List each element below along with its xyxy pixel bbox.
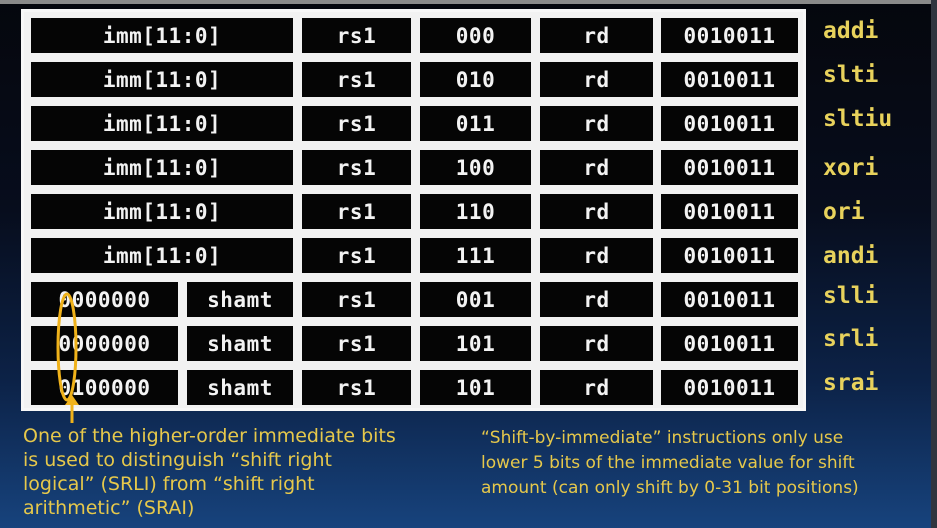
field-opcode: 0010011 [661,326,798,361]
field-rd: rd [540,106,653,141]
field-opcode: 0010011 [661,282,798,317]
field-opcode: 0010011 [661,150,798,185]
mnemonic-ori: ori [823,199,865,225]
field-rd: rd [540,326,653,361]
field-funct3: 100 [420,150,531,185]
field-opcode: 0010011 [661,18,798,53]
field-rs1: rs1 [302,18,411,53]
mnemonic-slti: slti [823,62,879,88]
field-imm: imm[11:0] [31,238,293,273]
field-funct3: 010 [420,62,531,97]
field-rd: rd [540,370,653,405]
field-funct3: 101 [420,326,531,361]
field-funct3: 011 [420,106,531,141]
field-imm: imm[11:0] [31,106,293,141]
mnemonic-srai: srai [823,370,879,396]
window-top-bar [0,0,937,4]
note-left: One of the higher-order immediate bits i… [23,424,463,520]
field-opcode: 0010011 [661,370,798,405]
field-opcode: 0010011 [661,62,798,97]
mnemonic-addi: addi [823,18,879,44]
mnemonic-sltiu: sltiu [823,106,893,132]
field-shamt: shamt [187,282,293,317]
field-funct3: 001 [420,282,531,317]
field-rs1: rs1 [302,150,411,185]
field-rd: rd [540,282,653,317]
field-rs1: rs1 [302,326,411,361]
field-opcode: 0010011 [661,238,798,273]
field-funct7: 0000000 [31,326,178,361]
note-right-line: amount (can only shift by 0-31 bit posit… [481,478,859,498]
field-rd: rd [540,238,653,273]
field-rd: rd [540,18,653,53]
field-opcode: 0010011 [661,194,798,229]
field-funct3: 101 [420,370,531,405]
field-rd: rd [540,62,653,97]
encoding-table: imm[11:0] rs1 000 rd 0010011 imm[11:0] r… [21,9,806,411]
field-funct7: 0000000 [31,282,178,317]
field-rs1: rs1 [302,282,411,317]
note-left-line: One of the higher-order immediate bits [23,425,396,447]
note-left-line: is used to distinguish “shift right [23,449,332,471]
field-shamt: shamt [187,370,293,405]
mnemonic-slli: slli [823,283,879,309]
field-imm: imm[11:0] [31,18,293,53]
mnemonic-xori: xori [823,155,879,181]
field-rs1: rs1 [302,194,411,229]
field-shamt: shamt [187,326,293,361]
field-rs1: rs1 [302,238,411,273]
field-funct3: 111 [420,238,531,273]
field-imm: imm[11:0] [31,62,293,97]
field-rd: rd [540,150,653,185]
field-imm: imm[11:0] [31,150,293,185]
note-right-line: lower 5 bits of the immediate value for … [481,453,855,473]
mnemonic-andi: andi [823,243,879,269]
note-right-line: “Shift-by-immediate” instructions only u… [481,428,844,448]
field-funct7: 0100000 [31,370,178,405]
field-rd: rd [540,194,653,229]
note-left-line: arithmetic” (SRAI) [23,497,195,519]
field-rs1: rs1 [302,62,411,97]
field-rs1: rs1 [302,370,411,405]
field-funct3: 000 [420,18,531,53]
field-funct3: 110 [420,194,531,229]
field-rs1: rs1 [302,106,411,141]
note-left-line: logical” (SRLI) from “shift right [23,473,315,495]
note-right: “Shift-by-immediate” instructions only u… [481,426,931,501]
scrollbar-track[interactable] [931,0,937,528]
field-opcode: 0010011 [661,106,798,141]
mnemonic-srli: srli [823,326,879,352]
field-imm: imm[11:0] [31,194,293,229]
